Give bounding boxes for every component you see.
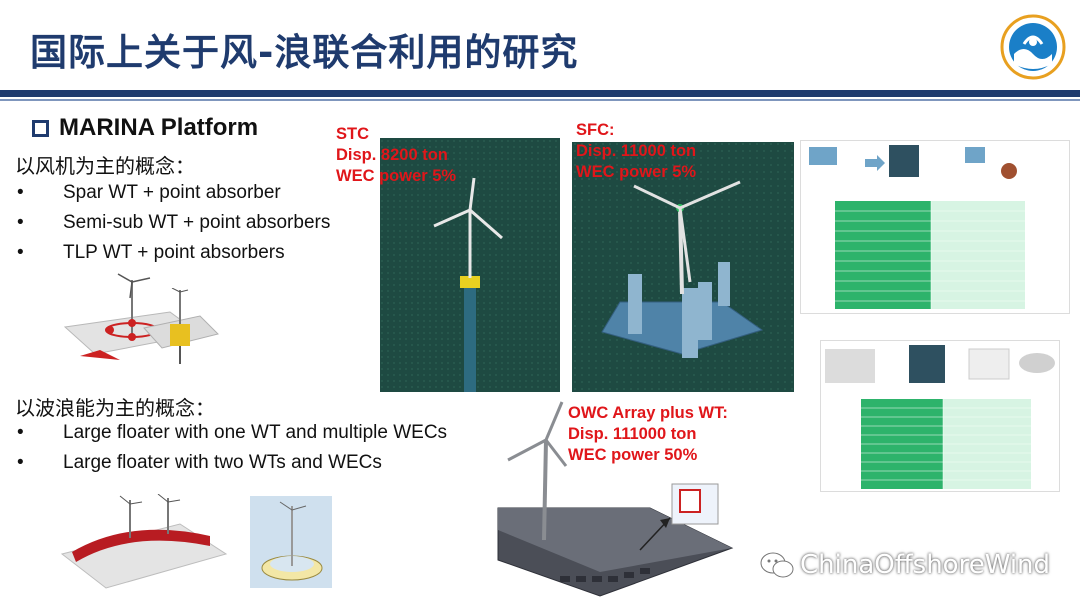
- logo-icon: [1000, 14, 1066, 80]
- stc-spec-table: [800, 140, 1070, 314]
- list-item: •Spar WT + point absorber: [17, 182, 281, 203]
- list-item: •Large floater with two WTs and WECs: [17, 452, 382, 473]
- list-item: •TLP WT + point absorbers: [17, 242, 285, 263]
- large-floater-two-wt-sketch: [60, 494, 228, 589]
- wechat-icon: [760, 552, 794, 578]
- checkbox-icon: [32, 119, 49, 137]
- sfc-render: [572, 142, 794, 392]
- list-item: •Large floater with one WT and multiple …: [17, 422, 448, 443]
- sfc-spec-table: [820, 340, 1060, 492]
- header-rule: [0, 90, 1080, 97]
- section-heading: MARINA Platform: [32, 114, 258, 142]
- large-floater-one-wt-sketch: [250, 496, 332, 588]
- wave-group-heading: 以波浪能为主的概念：: [15, 396, 215, 420]
- stc-render: [380, 138, 560, 392]
- semi-sub-sketch: [143, 288, 219, 364]
- wind-group-list: •Spar WT + point absorber •Semi-sub WT +…: [15, 178, 330, 268]
- owc-array-render: [497, 401, 734, 597]
- page-title: 国际上关于风-浪联合利用的研究: [30, 31, 579, 74]
- section-heading-text: MARINA Platform: [59, 114, 259, 141]
- list-item: •Semi-sub WT + point absorbers: [17, 212, 331, 233]
- wind-group-heading: 以风机为主的概念：: [15, 154, 195, 178]
- header-rule-thin: [0, 99, 1080, 101]
- wave-group-list: •Large floater with one WT and multiple …: [15, 418, 447, 478]
- watermark: ChinaOffshoreWind: [760, 550, 1050, 580]
- watermark-text: ChinaOffshoreWind: [800, 550, 1051, 580]
- spar-point-absorber-sketch: [63, 273, 202, 360]
